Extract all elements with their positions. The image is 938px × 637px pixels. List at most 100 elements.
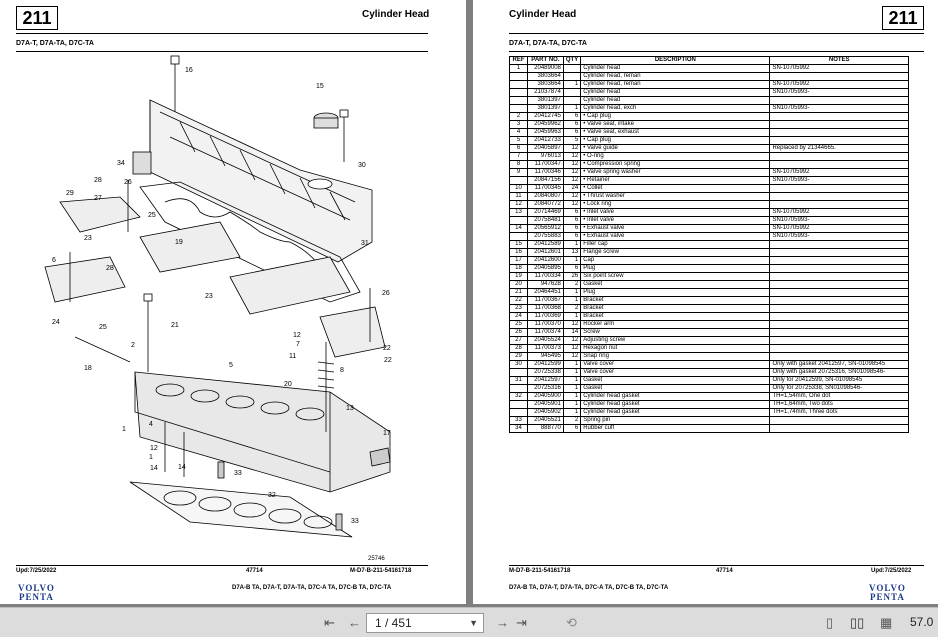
cell-qty: 12 — [562, 192, 582, 201]
cell-notes — [769, 264, 909, 273]
model-list: D7A-T, D7A-TA, D7C-TA — [509, 40, 587, 47]
footer-models: D7A-B TA, D7A-T, D7A-TA, D7C-A TA, D7C-B… — [232, 585, 392, 591]
cell-notes — [769, 328, 909, 337]
volvo-penta-logo: VOLVO PENTA — [18, 583, 55, 602]
svg-text:30: 30 — [358, 162, 366, 169]
cell-qty: 1 — [562, 408, 582, 417]
cell-qty: 6 — [562, 216, 582, 225]
page-number: 211 — [882, 6, 924, 30]
cell-ref: 12 — [509, 200, 528, 209]
svg-text:6: 6 — [52, 257, 56, 264]
cell-description: Gasket — [580, 280, 771, 289]
cell-part-no: 945495 — [526, 352, 564, 361]
footer-date: Upd:7/25/2022 — [16, 568, 57, 574]
two-page-view-icon[interactable]: ▯▯ — [850, 615, 865, 630]
svg-text:7: 7 — [296, 341, 300, 348]
cell-ref — [509, 80, 528, 89]
cell-notes: SN10705993- — [769, 104, 909, 113]
cell-part-no: 11700367 — [526, 296, 564, 305]
cell-notes: Replaced by 21344665. — [769, 144, 909, 153]
cell-qty: 14 — [562, 328, 582, 337]
cell-ref: 4 — [509, 128, 528, 137]
svg-text:26: 26 — [382, 290, 390, 297]
chevron-down-icon[interactable]: ▼ — [469, 618, 478, 628]
cell-part-no: 20405900 — [526, 392, 564, 401]
cell-qty: 12 — [562, 168, 582, 177]
cell-notes — [769, 320, 909, 329]
svg-text:19: 19 — [175, 239, 183, 246]
cell-ref: 6 — [509, 144, 528, 153]
cell-qty: 24 — [562, 184, 582, 193]
cell-notes — [769, 296, 909, 305]
cell-description: • Compression spring — [580, 160, 771, 169]
cell-qty: 12 — [562, 200, 582, 209]
cell-qty: 12 — [562, 152, 582, 161]
svg-text:22: 22 — [383, 345, 391, 352]
single-page-view-icon[interactable]: ▯ — [826, 615, 834, 630]
cell-notes — [769, 344, 909, 353]
cell-notes: TH=1,54mm, One dot — [769, 392, 909, 401]
rotate-icon[interactable]: ⟲ — [566, 615, 577, 630]
cell-qty: 6 — [562, 424, 582, 433]
cell-part-no: 20412601 — [526, 248, 564, 257]
svg-text:14: 14 — [150, 465, 158, 472]
page-indicator-input[interactable]: 1 / 451 ▼ — [366, 613, 484, 633]
last-page-icon[interactable]: ⇥ — [516, 615, 527, 630]
cell-ref: 30 — [509, 360, 528, 369]
cell-part-no: 20412589 — [526, 240, 564, 249]
svg-text:13: 13 — [346, 405, 354, 412]
cell-notes — [769, 160, 909, 169]
cell-part-no: 20755883 — [526, 232, 564, 241]
header-rule — [509, 33, 924, 34]
footer-models: D7A-B TA, D7A-T, D7A-TA, D7C-A TA, D7C-B… — [509, 585, 669, 591]
cell-description: Plug — [580, 264, 771, 273]
cell-part-no: 20405901 — [526, 400, 564, 409]
cell-description: Gasket — [580, 384, 771, 393]
cell-ref: 1 — [509, 64, 528, 73]
cell-qty — [562, 88, 582, 97]
cell-part-no: 976013 — [526, 152, 564, 161]
first-page-icon[interactable]: ⇤ — [324, 615, 335, 630]
cell-qty: 1 — [562, 80, 582, 89]
cell-description: Adjusting screw — [580, 336, 771, 345]
next-page-icon[interactable]: → — [496, 615, 509, 630]
cell-part-no: 20758481 — [526, 216, 564, 225]
svg-text:22: 22 — [384, 357, 392, 364]
grid-view-icon[interactable]: ▦ — [880, 615, 893, 630]
cell-part-no: 20847156 — [526, 176, 564, 185]
volvo-penta-logo: VOLVO PENTA — [869, 583, 906, 602]
cell-notes: SN-10705992 — [769, 168, 909, 177]
footer-rule — [16, 565, 428, 566]
cell-notes: SN-10705992 — [769, 80, 909, 89]
cell-ref: 22 — [509, 296, 528, 305]
cell-part-no: 11700373 — [526, 344, 564, 353]
prev-page-icon[interactable]: ← — [348, 615, 361, 630]
cell-qty: 1 — [562, 288, 582, 297]
cell-part-no: 20714469 — [526, 208, 564, 217]
svg-text:28: 28 — [94, 177, 102, 184]
cell-part-no: 947628 — [526, 280, 564, 289]
cell-notes: SN10705993- — [769, 232, 909, 241]
cell-ref: 11 — [509, 192, 528, 201]
cell-description: Cylinder head, exch — [580, 104, 771, 113]
cell-qty: 12 — [562, 320, 582, 329]
cell-part-no: 20412597 — [526, 376, 564, 385]
cell-ref — [509, 176, 528, 185]
cell-description: Plug — [580, 288, 771, 297]
svg-text:29: 29 — [66, 190, 74, 197]
zoom-level[interactable]: 57.0 — [910, 615, 934, 629]
cell-part-no: 20840772 — [526, 200, 564, 209]
cell-qty: 1 — [562, 240, 582, 249]
cell-ref — [509, 384, 528, 393]
cell-ref — [509, 88, 528, 97]
